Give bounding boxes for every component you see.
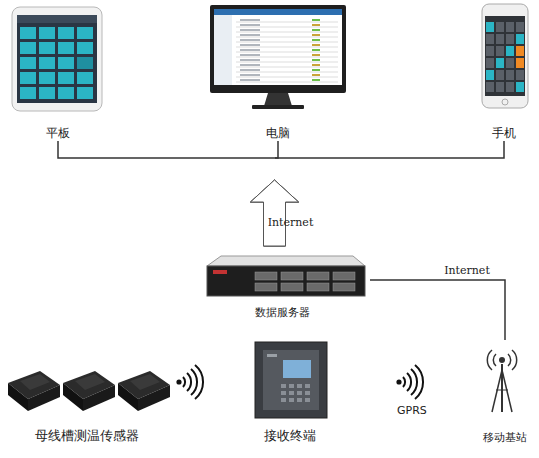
device-caption: 数据服务器 xyxy=(195,305,370,320)
base-station-illustration xyxy=(475,340,535,418)
phone-device: 手机 xyxy=(470,2,538,141)
base-station: 移动基站 xyxy=(475,340,535,445)
device-caption: 电脑 xyxy=(200,126,356,141)
temperature-sensors: 母线槽测温传感器 xyxy=(2,355,172,443)
connector xyxy=(251,141,299,246)
device-caption: 平板 xyxy=(8,126,108,141)
device-caption: 手机 xyxy=(470,126,538,141)
wireless-symbol xyxy=(177,365,203,399)
edge-label: Internet xyxy=(444,264,490,277)
receiver-terminal-illustration xyxy=(245,338,335,422)
computer-device: 电脑 xyxy=(200,2,356,141)
connector xyxy=(251,141,505,246)
edge-label: Internet xyxy=(268,216,314,229)
tablet-device: 平板 xyxy=(8,5,108,141)
tablet-device-illustration xyxy=(8,5,108,113)
connector xyxy=(58,141,299,246)
phone-device-illustration xyxy=(470,2,538,110)
device-caption: 接收终端 xyxy=(245,428,335,443)
receiver-terminal: 接收终端 xyxy=(245,338,335,443)
wireless-symbol xyxy=(397,365,423,399)
device-caption: 母线槽测温传感器 xyxy=(2,428,172,443)
data-server: 数据服务器 xyxy=(195,250,370,320)
data-server-illustration xyxy=(195,250,370,300)
device-caption: 移动基站 xyxy=(475,430,535,445)
connector xyxy=(370,280,505,340)
protocol-label: GPRS xyxy=(397,404,427,417)
computer-device-illustration xyxy=(200,2,356,110)
temperature-sensors-illustration xyxy=(2,355,172,425)
